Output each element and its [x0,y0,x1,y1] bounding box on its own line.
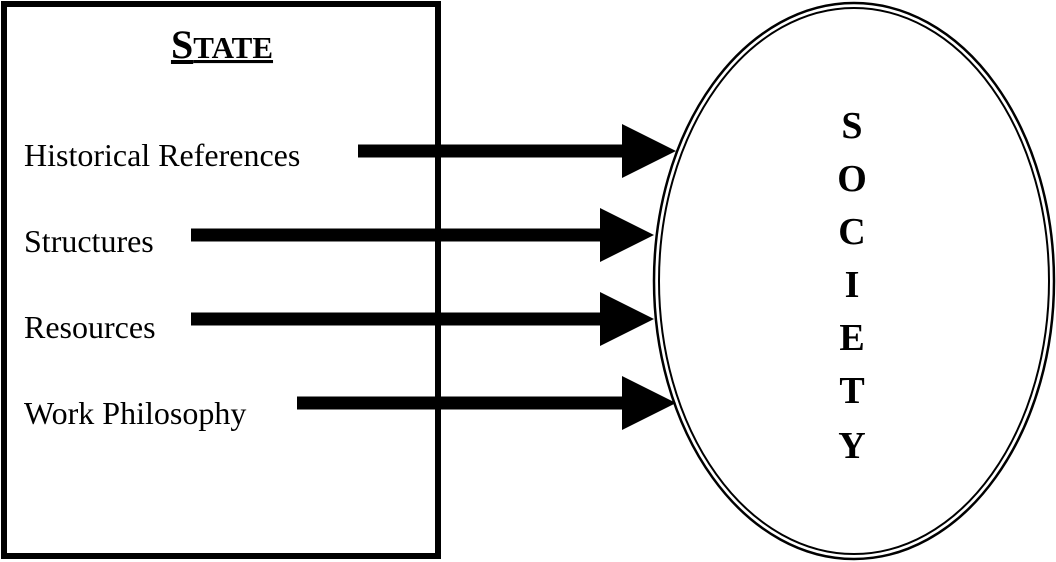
society-letter: T [839,370,864,412]
society-ellipse-outer [652,1,1056,561]
factor-label-work-philosophy: Work Philosophy [24,395,246,431]
factor-label-structures: Structures [24,223,154,259]
state-box [1,1,441,559]
state-title: STATE [171,22,273,67]
state-title-initial: S [171,22,193,67]
factor-label-historical-references: Historical References [24,137,300,173]
society-letter: I [845,264,860,306]
society-letter: S [841,105,862,147]
state-title-rest: TATE [193,30,273,65]
society-letter: E [839,317,864,359]
arrow-historical-references [358,124,676,178]
society-letter: Y [838,425,865,467]
arrow-structures [191,208,654,262]
society-letter: O [837,158,867,200]
arrow-resources [191,292,654,346]
society-ellipse-inner [658,7,1050,555]
society-letter: C [838,211,865,253]
factor-label-resources: Resources [24,309,156,345]
society-label: S O C I E T Y [837,105,867,467]
arrow-work-philosophy [297,376,676,430]
